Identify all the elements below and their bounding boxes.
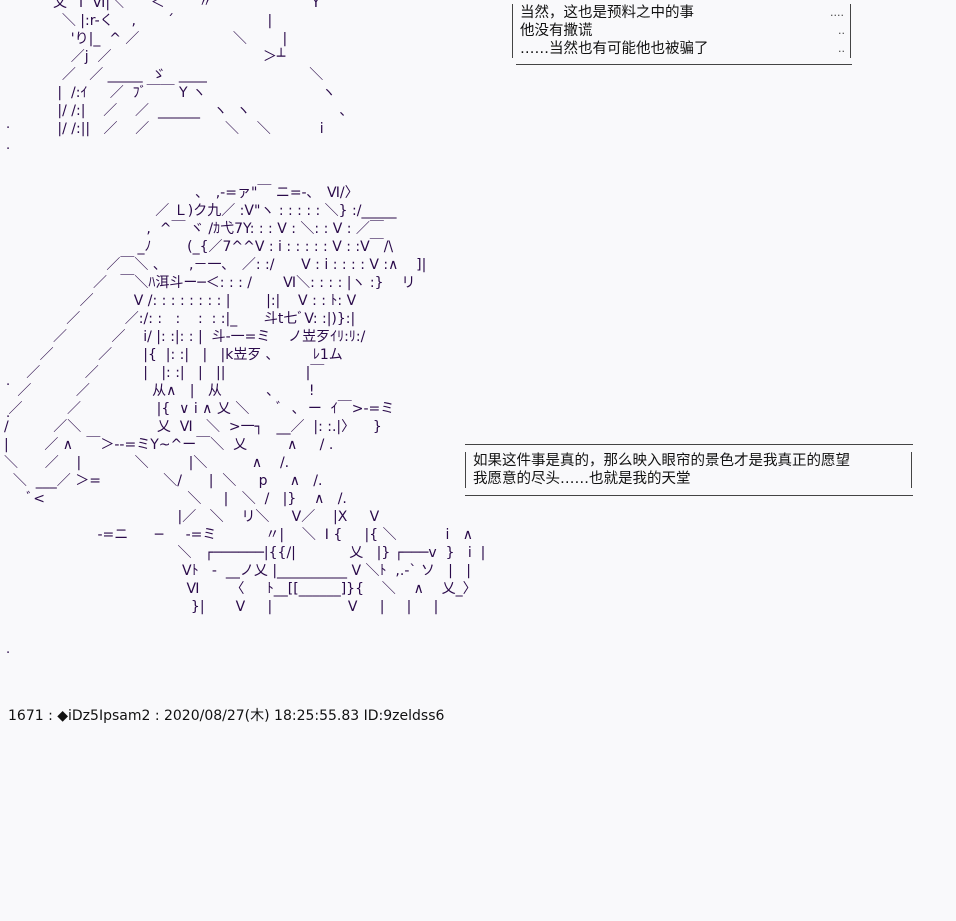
dot-mark: .	[6, 642, 11, 657]
speech-box-top-border	[516, 64, 852, 65]
speech-line: ……当然也有可能他也被骗了 ..	[512, 40, 852, 58]
speech-box-top: 当然，这也是预料之中的事 .... 他没有撒谎 .. ……当然也有可能他也被骗了…	[512, 4, 852, 58]
speech-line: 当然，这也是预料之中的事 ....	[512, 4, 852, 22]
dot-mark: .	[6, 117, 11, 132]
speech-line: 如果这件事是真的，那么映入眼帘的景色才是我真正的愿望	[465, 452, 913, 470]
dot-mark: .	[6, 374, 11, 389]
ascii-art-top: 乂ﾞｉ Ⅵ|＼ ＜ ﾞ 〃 ￣￣ Y ＼ |:r-く , ´ | 'り|_ ^ …	[52, 0, 354, 137]
speech-line: 他没有撒谎 ..	[512, 22, 852, 40]
speech-line: 我愿意的尽头……也就是我的天堂	[465, 470, 913, 488]
dot-mark: .	[6, 138, 11, 153]
speech-box-mid: 如果这件事是真的，那么映入眼帘的景色才是我真正的愿望 我愿意的尽头……也就是我的…	[465, 444, 913, 496]
post-meta: 1671 : ◆iDz5Ipsam2 : 2020/08/27(木) 18:25…	[8, 708, 445, 724]
ascii-art-figure: ､ ,-=ァ"￣ ニ=-､ Ⅵ/〉 ／ Ｌ)ク九／ :V"ヽ : : : : :…	[4, 185, 486, 615]
dot-mark: .	[6, 406, 11, 421]
